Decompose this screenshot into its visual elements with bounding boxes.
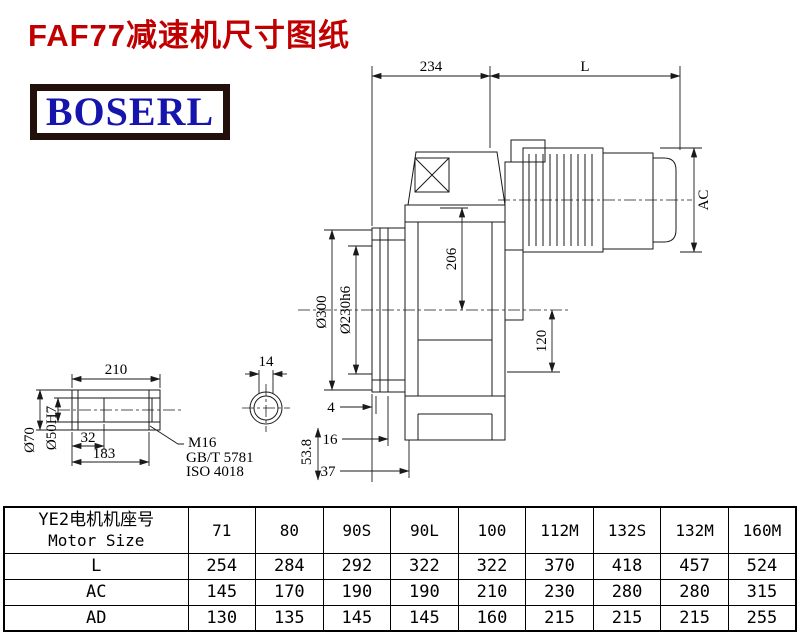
dim-label-d50H7: Ø50H7 xyxy=(44,405,60,450)
motor-size-col: 100 xyxy=(457,506,527,554)
note-gbt-5781: GB/T 5781 xyxy=(186,450,254,466)
note-m16: M16 xyxy=(188,435,217,451)
table-cell: 322 xyxy=(457,552,527,580)
table-cell: 145 xyxy=(187,578,257,606)
table-cell: 145 xyxy=(390,604,459,632)
row-label-AC: AC xyxy=(3,578,189,606)
table-cell: 135 xyxy=(255,604,324,632)
motor-dimension-table: YE2电机机座号 Motor Size 71 80 90S 90L 100 11… xyxy=(3,506,797,632)
drawing-lines xyxy=(36,66,702,482)
dim-label-16: 16 xyxy=(323,432,339,448)
motor-size-col: 132M xyxy=(660,506,729,554)
motor-size-col: 71 xyxy=(187,506,257,554)
drawing-labels: 234 L AC Ø300 Ø230h6 206 120 4 16 37 53.… xyxy=(22,59,712,480)
table-cell: 130 xyxy=(187,604,257,632)
dim-label-d300: Ø300 xyxy=(314,295,330,328)
dim-label-L: L xyxy=(580,59,589,75)
table-row-AC: AC 145 170 190 190 210 230 280 280 315 xyxy=(3,578,797,606)
table-cell: 280 xyxy=(592,578,662,606)
table-cell: 215 xyxy=(660,604,729,632)
motor-size-col: 80 xyxy=(255,506,324,554)
header-en: Motor Size xyxy=(48,531,145,551)
table-cell: 524 xyxy=(727,552,797,580)
table-cell: 230 xyxy=(525,578,594,606)
logo-text: BOSERL xyxy=(45,89,215,134)
dim-label-120: 120 xyxy=(534,330,550,353)
table-cell: 215 xyxy=(592,604,662,632)
dim-label-4: 4 xyxy=(327,400,335,416)
table-cell: 190 xyxy=(390,578,459,606)
dim-label-53-8: 53.8 xyxy=(299,439,315,465)
table-cell: 418 xyxy=(592,552,662,580)
dim-label-14: 14 xyxy=(259,354,275,370)
motor-size-col: 90S xyxy=(322,506,392,554)
table-cell: 215 xyxy=(525,604,594,632)
dim-label-37: 37 xyxy=(321,464,337,480)
motor-size-col: 90L xyxy=(390,506,459,554)
dim-label-d70: Ø70 xyxy=(22,427,38,453)
motor-size-col: 112M xyxy=(525,506,594,554)
boserl-logo: BOSERL xyxy=(30,84,230,140)
dim-label-32: 32 xyxy=(81,430,96,446)
dim-label-234: 234 xyxy=(420,59,443,75)
table-header-row: YE2电机机座号 Motor Size 71 80 90S 90L 100 11… xyxy=(3,506,797,554)
table-cell: 190 xyxy=(322,578,392,606)
note-iso-4018: ISO 4018 xyxy=(186,464,244,480)
dim-label-d230h6: Ø230h6 xyxy=(338,285,354,334)
table-cell: 210 xyxy=(457,578,527,606)
table-cell: 280 xyxy=(660,578,729,606)
table-cell: 170 xyxy=(255,578,324,606)
motor-size-col: 160M xyxy=(727,506,797,554)
table-cell: 145 xyxy=(322,604,392,632)
table-cell: 292 xyxy=(322,552,392,580)
table-cell: 370 xyxy=(525,552,594,580)
technical-drawing: 234 L AC Ø300 Ø230h6 206 120 4 16 37 53.… xyxy=(22,59,712,482)
table-cell: 160 xyxy=(457,604,527,632)
dim-label-AC: AC xyxy=(696,190,712,211)
table-row-L: L 254 284 292 322 322 370 418 457 524 xyxy=(3,552,797,580)
motor-size-col: 132S xyxy=(592,506,662,554)
table-cell: 315 xyxy=(727,578,797,606)
dim-label-206: 206 xyxy=(444,247,460,270)
table-cell: 254 xyxy=(187,552,257,580)
dim-label-183: 183 xyxy=(93,446,116,462)
dim-label-210: 210 xyxy=(105,362,128,378)
table-cell: 457 xyxy=(660,552,729,580)
dimension-table: YE2电机机座号 Motor Size 71 80 90S 90L 100 11… xyxy=(3,506,797,632)
table-row-AD: AD 130 135 145 145 160 215 215 215 255 xyxy=(3,604,797,632)
row-label-AD: AD xyxy=(3,604,189,632)
page-title: FAF77减速机尺寸图纸 xyxy=(28,18,351,53)
row-label-L: L xyxy=(3,552,189,580)
header-cn: YE2电机机座号 xyxy=(38,510,155,531)
motor-size-header-cell: YE2电机机座号 Motor Size xyxy=(3,506,189,554)
table-cell: 255 xyxy=(727,604,797,632)
table-cell: 322 xyxy=(390,552,459,580)
table-cell: 284 xyxy=(255,552,324,580)
